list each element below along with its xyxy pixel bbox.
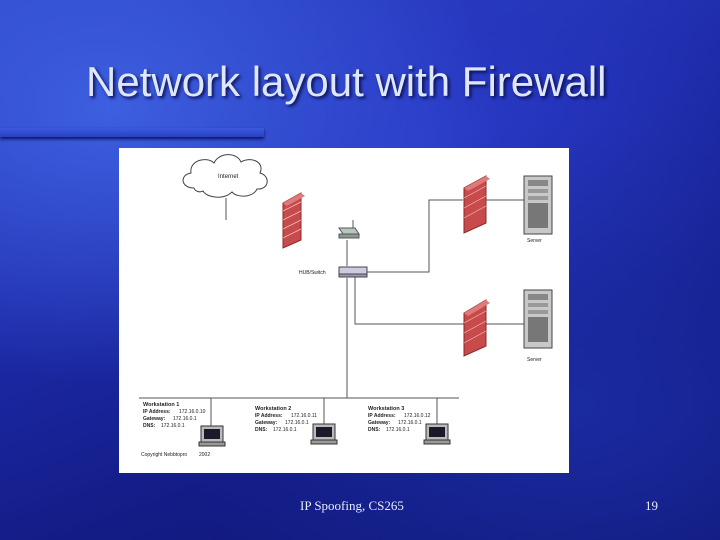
firewall-left-icon: [282, 192, 305, 249]
server-top-icon: [523, 175, 553, 235]
workstation-3: Workstation 3 IP Address: 172.16.0.12 Ga…: [368, 406, 451, 445]
workstation-2-ip-key: IP Address:: [255, 413, 283, 419]
workstation-2-gw-key: Gateway:: [255, 420, 278, 426]
hub-switch-icon: [338, 266, 368, 278]
workstation-1-gw: 172.16.0.1: [173, 416, 197, 422]
workstation-3-gw: 172.16.0.1: [398, 420, 422, 426]
workstation-1-dns-key: DNS:: [143, 423, 156, 429]
workstation-3-ip: 172.16.0.12: [404, 413, 431, 419]
switch-label: HUB/Switch: [299, 270, 326, 276]
network-links: [139, 198, 524, 428]
diagram-copyright: Copyright Nebbtopro: [141, 452, 187, 458]
workstation-1-name: Workstation 1: [143, 402, 179, 408]
workstation-2: Workstation 2 IP Address: 172.16.0.11 Ga…: [255, 406, 338, 445]
network-diagram: Internet HUB/Switch: [119, 148, 569, 473]
slide-footer: IP Spoofing, CS265: [300, 498, 404, 513]
workstation-1-dns: 172.16.0.1: [161, 423, 185, 429]
workstation-2-name: Workstation 2: [255, 406, 291, 412]
firewall-right-bottom-icon: [463, 299, 490, 357]
internet-cloud-icon: Internet: [182, 154, 268, 198]
internet-label: Internet: [218, 174, 239, 180]
workstation-1-ip: 172.16.0.10: [179, 409, 206, 415]
workstation-3-computer-icon: [423, 423, 451, 445]
workstation-2-dns: 172.16.0.1: [273, 427, 297, 433]
server-bottom-label: Server: [527, 357, 542, 363]
server-bottom-icon: [523, 289, 553, 349]
workstation-2-computer-icon: [310, 423, 338, 445]
workstation-2-ip: 172.16.0.11: [291, 413, 317, 419]
network-diagram-svg: Internet HUB/Switch: [139, 154, 553, 458]
workstation-3-gw-key: Gateway:: [368, 420, 391, 426]
workstation-2-dns-key: DNS:: [255, 427, 268, 433]
workstation-1-computer-icon: [198, 425, 226, 447]
router-icon: [338, 220, 360, 239]
workstation-3-dns-key: DNS:: [368, 427, 381, 433]
page-number: 19: [645, 498, 658, 513]
workstation-1: Workstation 1 IP Address: 172.16.0.10 Ga…: [143, 402, 226, 447]
firewall-right-top-icon: [463, 175, 490, 234]
workstation-1-gw-key: Gateway:: [143, 416, 166, 422]
workstation-1-ip-key: IP Address:: [143, 409, 171, 415]
title-underline: [0, 128, 264, 137]
workstation-3-dns: 172.16.0.1: [386, 427, 410, 433]
workstation-3-name: Workstation 3: [368, 406, 404, 412]
workstation-3-ip-key: IP Address:: [368, 413, 396, 419]
server-top-label: Server: [527, 238, 542, 244]
diagram-copyright-year: 2002: [199, 452, 210, 458]
workstation-2-gw: 172.16.0.1: [285, 420, 309, 426]
slide-title: Network layout with Firewall: [86, 58, 607, 105]
